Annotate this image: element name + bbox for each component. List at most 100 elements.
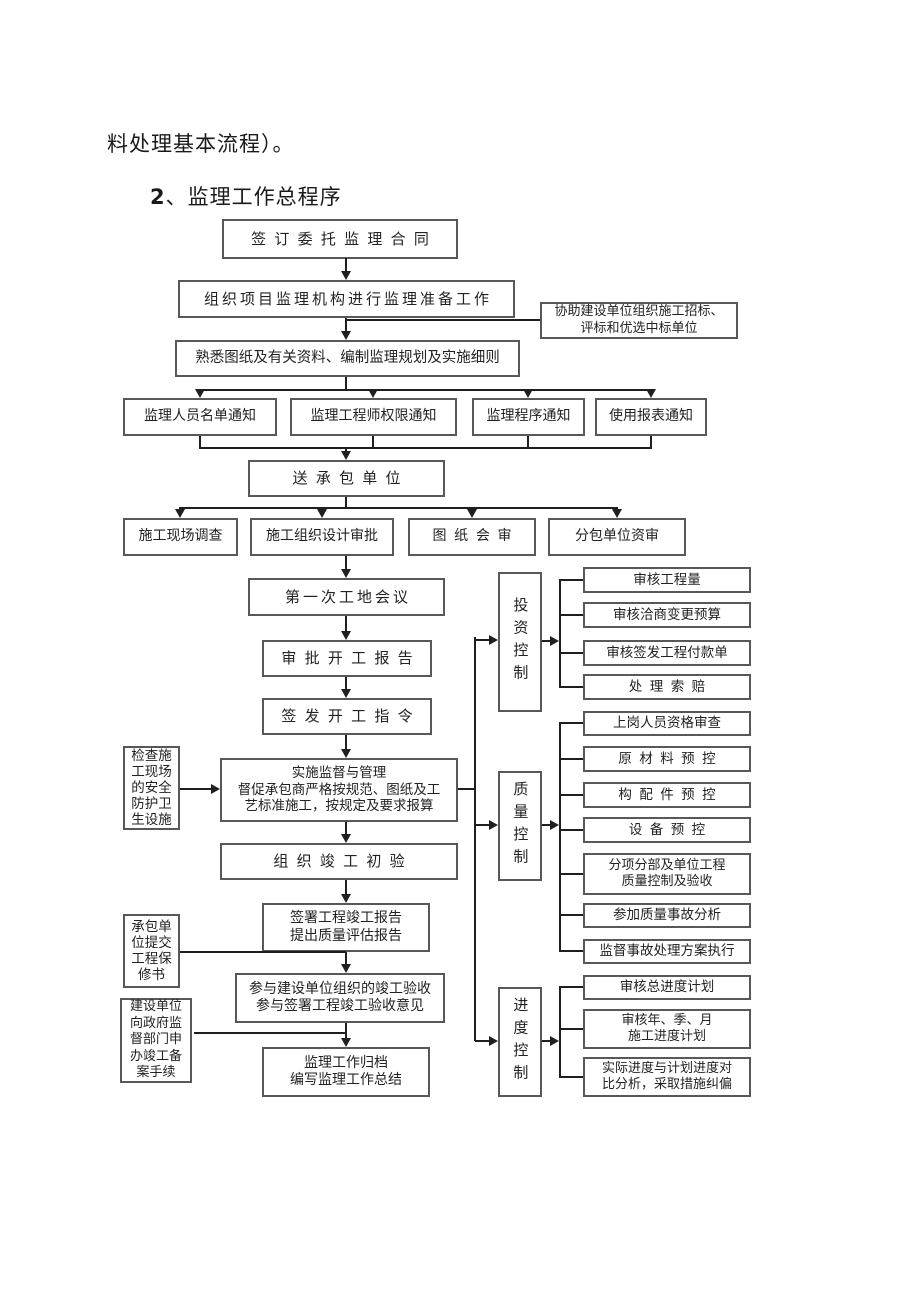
arrow-down-icon [341, 451, 351, 460]
node-schedule-comparison: 实际进度与计划进度对 比分析，采取措施纠偏 [583, 1057, 751, 1097]
node-notice-procedure: 监理程序通知 [472, 398, 585, 436]
node-notice-personnel: 监理人员名单通知 [123, 398, 277, 436]
safety-check-text: 检查施工现场的安全防护卫生设施 [131, 747, 172, 829]
supervision-line2: 督促承包商严格按规范、图纸及工 [237, 781, 441, 798]
node-review-change-budget: 审核洽商变更预算 [583, 602, 751, 628]
flow-line [345, 556, 347, 569]
arrow-down-icon [175, 509, 185, 518]
node-handle-claims: 处理索赔 [583, 674, 751, 700]
node-first-site-meeting: 第一次工地会议 [248, 578, 445, 616]
node-send-contractor: 送承包单位 [248, 460, 445, 497]
arrow-down-icon [341, 569, 351, 578]
schedule-control-label: 进度控制 [511, 997, 530, 1087]
flow-line [345, 616, 347, 631]
node-review-quantities: 审核工程量 [583, 567, 751, 593]
flow-line [345, 318, 347, 331]
flow-line [345, 497, 347, 508]
quality-control-label: 质量控制 [511, 781, 530, 871]
node-completion-filing: 建设单位向政府监督部门申办竣工备案手续 [120, 998, 192, 1083]
flow-line [542, 824, 551, 826]
archive-line2: 编写监理工作总结 [290, 1072, 402, 1088]
flow-line [199, 389, 652, 391]
section-heading: 2、监理工作总程序 [150, 181, 342, 211]
node-setup-org: 组织项目监理机构进行监理准备工作 [178, 280, 515, 318]
node-preliminary-acceptance: 组织竣工初验 [220, 843, 458, 880]
flow-line [199, 447, 652, 449]
flow-line [559, 614, 583, 616]
node-sign-contract: 签订委托监理合同 [222, 219, 458, 259]
node-quality-control: 质量控制 [498, 771, 542, 881]
node-subcontractor-qualification: 分包单位资审 [548, 518, 686, 556]
flow-line [179, 507, 618, 509]
flow-line [180, 788, 211, 790]
arrow-down-icon [646, 389, 656, 398]
node-completion-report: 签署工程竣工报告 提出质量评估报告 [262, 903, 430, 952]
periodic-schedule-line2: 施工进度计划 [627, 1029, 706, 1044]
arrow-down-icon [341, 271, 351, 280]
flow-line [559, 722, 583, 724]
node-supervision-management: 实施监督与管理 督促承包商严格按规范、图纸及工 艺标准施工，按规定及要求报算 [220, 758, 458, 822]
node-equipment-precontrol: 设备预控 [583, 817, 751, 843]
flow-line [559, 950, 583, 952]
arrow-down-icon [341, 964, 351, 973]
arrow-down-icon [341, 894, 351, 903]
flow-line [345, 822, 347, 834]
flow-line [372, 436, 374, 448]
node-personnel-qualification: 上岗人员资格审查 [583, 711, 751, 736]
flow-line [559, 914, 583, 916]
node-review-payment-orders: 审核签发工程付款单 [583, 640, 751, 666]
arrow-right-icon [550, 636, 559, 646]
flow-line [559, 722, 561, 952]
arrow-right-icon [489, 1036, 498, 1046]
assist-bidding-line2: 评标和优选中标单位 [580, 320, 698, 336]
flow-line [650, 436, 652, 448]
node-safety-check: 检查施工现场的安全防护卫生设施 [123, 746, 180, 830]
flow-line [345, 1023, 347, 1038]
node-unit-project-quality: 分项分部及单位工程 质量控制及验收 [583, 853, 751, 895]
arrow-down-icon [195, 389, 205, 398]
flow-line [527, 436, 529, 448]
unit-project-quality-line1: 分项分部及单位工程 [608, 857, 726, 873]
arrow-right-icon [489, 820, 498, 830]
arrow-right-icon [550, 820, 559, 830]
flow-line [559, 986, 583, 988]
flow-line [475, 639, 490, 641]
arrow-down-icon [341, 1038, 351, 1047]
schedule-comparison-line2: 比分析，采取措施纠偏 [601, 1077, 732, 1092]
archive-line1: 监理工作归档 [304, 1054, 388, 1071]
intro-text: 料处理基本流程）。 [107, 132, 295, 156]
section-heading-title: 、监理工作总程序 [165, 185, 342, 209]
supervision-line1: 实施监督与管理 [291, 764, 387, 781]
flow-line [345, 677, 347, 689]
flow-line [345, 258, 347, 271]
flow-line [559, 652, 583, 654]
supervision-line3: 艺标准施工，按规定及要求报算 [244, 798, 434, 815]
flow-line [559, 758, 583, 760]
flow-line [475, 824, 490, 826]
flow-line [180, 951, 346, 953]
node-notice-authority: 监理工程师权限通知 [290, 398, 457, 436]
arrow-down-icon [341, 834, 351, 843]
flow-line [345, 377, 347, 390]
node-raw-material-precontrol: 原材料预控 [583, 746, 751, 772]
flow-line [345, 448, 347, 452]
flow-line [345, 319, 540, 321]
arrow-down-icon [341, 631, 351, 640]
arrow-right-icon [211, 784, 220, 794]
node-component-precontrol: 构配件预控 [583, 782, 751, 808]
flow-line [345, 735, 347, 749]
flow-line [559, 794, 583, 796]
flow-line [559, 1076, 583, 1078]
node-schedule-control: 进度控制 [498, 987, 542, 1097]
arrow-down-icon [317, 509, 327, 518]
arrow-down-icon [341, 749, 351, 758]
arrow-down-icon [341, 689, 351, 698]
section-heading-number: 2 [150, 185, 166, 209]
flow-line [474, 637, 476, 1041]
flow-line [194, 1032, 346, 1034]
node-assist-bidding: 协助建设单位组织施工招标、 评标和优选中标单位 [540, 302, 738, 339]
node-review-master-schedule: 审核总进度计划 [583, 975, 751, 1000]
flow-line [475, 1040, 490, 1042]
arrow-down-icon [368, 389, 378, 398]
